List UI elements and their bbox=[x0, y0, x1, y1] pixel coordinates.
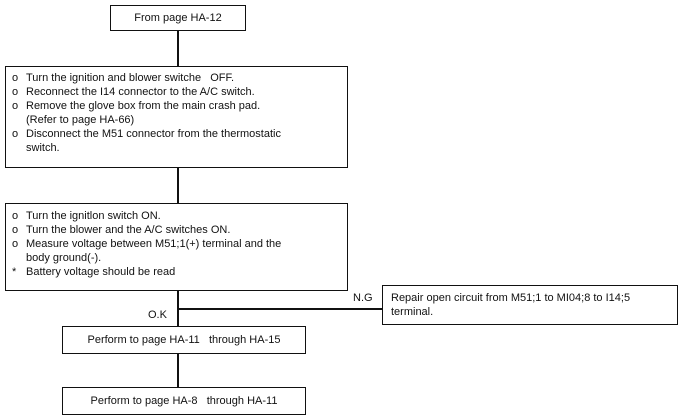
step2-item: o Measure voltage between M51;1(+) termin… bbox=[12, 237, 341, 265]
step2-item-text: Turn the blower and the A/C switches ON. bbox=[26, 223, 230, 237]
ng-label: N.G bbox=[353, 292, 373, 304]
text-line: Measure voltage between M51;1(+) termina… bbox=[26, 238, 282, 250]
text-line: body ground(-). bbox=[26, 252, 102, 264]
perform2-box: Perform to page HA-8 through HA-11 bbox=[62, 387, 306, 415]
connector-to-perform1 bbox=[177, 308, 179, 326]
bullet-marker: o bbox=[12, 238, 19, 250]
text-line: Reconnect the I14 connector to the A/C s… bbox=[26, 86, 255, 98]
step1-box: o Turn the ignition and blower switche OF… bbox=[5, 66, 348, 168]
perform1-box: Perform to page HA-11 through HA-15 bbox=[62, 326, 306, 354]
step2-item-text: Battery voltage should be read bbox=[26, 265, 175, 279]
bullet-marker: o bbox=[12, 210, 19, 222]
connector-perform1-perform2 bbox=[177, 353, 179, 387]
step1-item-text: Remove the glove box from the main crash… bbox=[26, 99, 260, 127]
connector-start-step1 bbox=[177, 30, 179, 66]
text-line: Turn the ignitlon switch ON. bbox=[26, 210, 161, 222]
repair-line-1: Repair open circuit from M51;1 to MI04;8… bbox=[391, 292, 631, 304]
connector-step2-down bbox=[177, 290, 179, 309]
step1-item: o Turn the ignition and blower switche OF… bbox=[12, 71, 341, 85]
perform1-text: Perform to page HA-11 through HA-15 bbox=[87, 334, 281, 346]
bullet-marker: o bbox=[12, 128, 19, 140]
step2-item-text: Turn the ignitlon switch ON. bbox=[26, 209, 161, 223]
step2-item-text: Measure voltage between M51;1(+) termina… bbox=[26, 237, 281, 265]
step1-item-text: Turn the ignition and blower switche OFF… bbox=[26, 71, 234, 85]
step2-item: o Turn the ignitlon switch ON. bbox=[12, 209, 341, 223]
repair-line-2: terminal. bbox=[391, 306, 434, 318]
connector-step1-step2 bbox=[177, 167, 179, 203]
text-line: (Refer to page HA-66) bbox=[26, 114, 135, 126]
step1-item-text: Reconnect the I14 connector to the A/C s… bbox=[26, 85, 255, 99]
step1-item: o Reconnect the I14 connector to the A/C … bbox=[12, 85, 341, 99]
bullet-marker: o bbox=[12, 72, 19, 84]
ok-label: O.K bbox=[148, 309, 167, 321]
bullet-marker: * bbox=[12, 266, 17, 278]
start-box: From page HA-12 bbox=[110, 5, 246, 31]
text-line: Turn the ignition and blower switche OFF… bbox=[26, 72, 235, 84]
text-line: Disconnect the M51 connector from the th… bbox=[26, 128, 281, 140]
start-box-text: From page HA-12 bbox=[134, 12, 222, 24]
perform2-text: Perform to page HA-8 through HA-11 bbox=[90, 395, 278, 407]
bullet-marker: o bbox=[12, 86, 19, 98]
text-line: Remove the glove box from the main crash… bbox=[26, 100, 261, 112]
step2-item: * Battery voltage should be read bbox=[12, 265, 341, 279]
text-line: Turn the blower and the A/C switches ON. bbox=[26, 224, 231, 236]
bullet-marker: o bbox=[12, 224, 19, 236]
repair-box: Repair open circuit from M51;1 to MI04;8… bbox=[382, 285, 678, 325]
step1-list: o Turn the ignition and blower switche OF… bbox=[12, 71, 341, 155]
step1-item-text: Disconnect the M51 connector from the th… bbox=[26, 127, 281, 155]
step1-item: o Remove the glove box from the main cras… bbox=[12, 99, 341, 127]
text-line: Battery voltage should be read bbox=[26, 266, 176, 278]
connector-branch-horizontal bbox=[177, 308, 382, 310]
text-line: switch. bbox=[26, 142, 60, 154]
step2-item: o Turn the blower and the A/C switches ON… bbox=[12, 223, 341, 237]
step1-item: o Disconnect the M51 connector from the t… bbox=[12, 127, 341, 155]
bullet-marker: o bbox=[12, 100, 19, 112]
